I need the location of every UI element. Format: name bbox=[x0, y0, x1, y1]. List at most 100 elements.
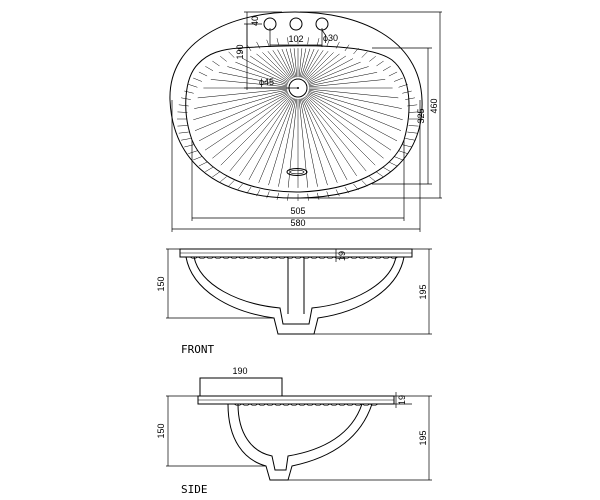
rim-rib bbox=[256, 189, 261, 197]
fluting-ray bbox=[204, 93, 290, 151]
dim-bowl-depth: 325 bbox=[416, 108, 426, 123]
rim-rib bbox=[398, 84, 408, 88]
rim-rib bbox=[408, 125, 419, 127]
fluting-ray bbox=[277, 49, 294, 79]
fluting-ray bbox=[308, 89, 402, 109]
front-dim-total-height: 195 bbox=[418, 284, 428, 299]
rim-rib bbox=[407, 104, 418, 107]
rim-rib bbox=[178, 131, 189, 134]
rim-rib bbox=[307, 193, 309, 201]
rim-rib bbox=[388, 161, 398, 167]
rim-rib bbox=[246, 44, 252, 52]
rim-rib bbox=[276, 192, 279, 200]
fluting-ray bbox=[229, 96, 292, 172]
rim-rib bbox=[326, 39, 330, 47]
fluting-ray bbox=[293, 48, 298, 78]
fluting-ray bbox=[308, 79, 386, 88]
fluting-ray bbox=[220, 95, 291, 166]
fluting-ray bbox=[287, 98, 298, 188]
rim-rib bbox=[193, 77, 202, 82]
fluting-ray bbox=[308, 91, 402, 131]
fluting-ray bbox=[281, 49, 295, 78]
fluting-ray bbox=[308, 88, 399, 99]
fluting-ray bbox=[242, 58, 289, 84]
fluting-ray bbox=[262, 52, 291, 81]
rim-rib bbox=[220, 176, 227, 182]
fluting-ray bbox=[218, 72, 288, 87]
fluting-ray bbox=[302, 97, 348, 180]
rim-rib bbox=[335, 189, 340, 197]
fluting-ray bbox=[300, 98, 328, 186]
fluting-ray bbox=[308, 90, 403, 121]
fluting-ray bbox=[299, 48, 307, 78]
side-dim-total-height: 195 bbox=[418, 430, 428, 445]
fluting-ray bbox=[210, 79, 288, 88]
rim-rib bbox=[266, 39, 270, 47]
front-dim-bowl-height: 150 bbox=[156, 276, 166, 291]
fluting-ray bbox=[305, 52, 334, 81]
rim-rib bbox=[256, 41, 261, 49]
front-view: 150 19 195 FRONT bbox=[156, 248, 432, 356]
fluting-ray bbox=[248, 97, 294, 180]
fluting-ray bbox=[308, 72, 378, 87]
fluting-ray bbox=[307, 92, 398, 142]
fluting-ray bbox=[300, 48, 311, 78]
faucet-hole-center bbox=[289, 17, 303, 31]
overflow-slot-inner bbox=[289, 169, 305, 175]
side-dim-deck-length: 190 bbox=[232, 366, 247, 376]
rim-rib bbox=[193, 156, 202, 161]
rim-rib bbox=[407, 131, 418, 134]
rim-rib bbox=[205, 166, 214, 172]
front-dim-rim: 19 bbox=[337, 251, 347, 261]
dim-tap-to-drain: 190 bbox=[235, 44, 245, 59]
side-bowl-inner bbox=[237, 403, 363, 471]
fluting-ray bbox=[256, 53, 290, 82]
rim-rib bbox=[408, 111, 419, 113]
rim-rib bbox=[188, 150, 198, 154]
fluting-ray bbox=[308, 61, 361, 85]
rim-rib bbox=[237, 47, 243, 55]
fluting-ray bbox=[278, 98, 297, 187]
fluting-ray bbox=[193, 90, 288, 121]
front-bowl-outer bbox=[185, 256, 405, 335]
fluting-ray bbox=[198, 92, 289, 142]
fluting-ray bbox=[289, 48, 297, 78]
fluting-ray bbox=[304, 96, 367, 172]
fluting-ray bbox=[305, 95, 376, 166]
rim-rib bbox=[344, 44, 350, 52]
fluting-ray bbox=[285, 48, 296, 78]
fluting-ray bbox=[194, 91, 288, 131]
rim-rib bbox=[394, 156, 403, 161]
rim-rib bbox=[228, 51, 235, 58]
fluting-ray bbox=[239, 96, 293, 177]
fluting-ray bbox=[306, 93, 392, 151]
fluting-ray bbox=[299, 98, 318, 187]
dim-top-offset: 40 bbox=[250, 16, 260, 26]
fluting-ray bbox=[268, 98, 296, 186]
side-dim-bowl-height: 150 bbox=[156, 423, 166, 438]
rim-rib bbox=[178, 104, 189, 107]
rim-rib bbox=[369, 56, 376, 62]
fluting-ray bbox=[302, 49, 319, 79]
fluting-ray bbox=[212, 94, 290, 159]
front-view-title: FRONT bbox=[181, 343, 214, 356]
rim-rib bbox=[344, 186, 350, 194]
rim-rib bbox=[198, 161, 208, 167]
rim-rib bbox=[177, 111, 188, 113]
fluting-ray bbox=[227, 66, 288, 86]
rim-rib bbox=[220, 56, 227, 62]
fluting-ray bbox=[301, 98, 338, 183]
rim-rib bbox=[181, 97, 191, 100]
fluting-ray bbox=[267, 51, 292, 80]
rim-rib bbox=[402, 90, 412, 94]
rim-rib bbox=[246, 186, 252, 194]
side-dim-rim: 19 bbox=[397, 395, 407, 405]
bowl-fluting bbox=[177, 37, 419, 201]
front-bowl-inner bbox=[193, 256, 397, 325]
fluting-ray bbox=[301, 49, 315, 78]
dim-overall-width: 580 bbox=[290, 218, 305, 228]
fluting-ray bbox=[306, 55, 347, 83]
rim-rib bbox=[376, 171, 384, 178]
rim-rib bbox=[361, 180, 368, 187]
